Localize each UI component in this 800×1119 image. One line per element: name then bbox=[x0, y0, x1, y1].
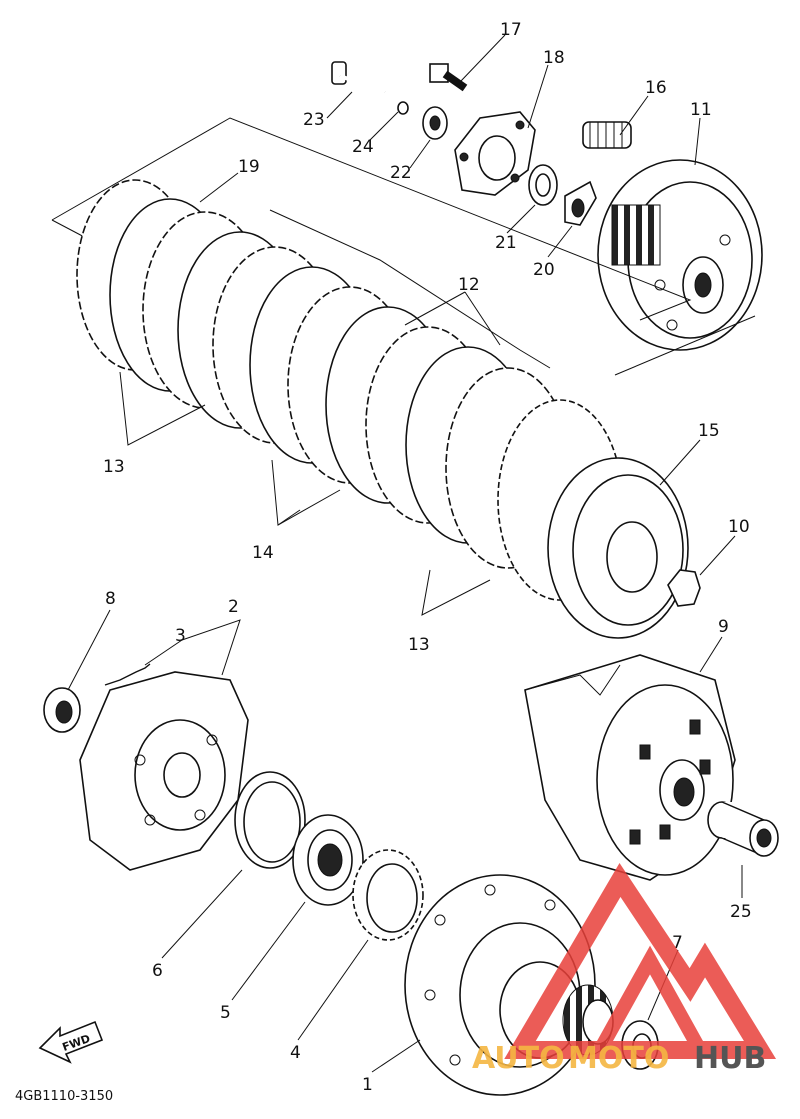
part-25-bushing bbox=[707, 801, 779, 857]
clutch-plate-stack bbox=[76, 179, 623, 601]
label-10: 10 bbox=[728, 517, 750, 537]
label-17: 17 bbox=[500, 20, 522, 40]
label-9: 9 bbox=[718, 617, 729, 637]
part-21-bearing bbox=[528, 164, 558, 206]
part-23-bolt bbox=[331, 61, 386, 94]
label-15: 15 bbox=[698, 421, 720, 441]
part-18-plate bbox=[454, 111, 536, 196]
label-4: 4 bbox=[290, 1043, 301, 1063]
part-8-nut bbox=[43, 687, 81, 733]
part-labels: 17 18 16 11 23 24 22 21 20 19 12 13 14 1… bbox=[103, 20, 752, 1095]
label-21: 21 bbox=[495, 233, 517, 253]
label-23: 23 bbox=[303, 110, 325, 130]
label-8: 8 bbox=[105, 589, 116, 609]
part-4-one-way-clutch bbox=[352, 849, 424, 941]
label-14: 14 bbox=[252, 543, 274, 563]
drawing-code: 4GB1110-3150 bbox=[15, 1089, 113, 1104]
part-1-clutch-drum bbox=[404, 874, 614, 1096]
part-10-circlip bbox=[667, 569, 701, 607]
label-20: 20 bbox=[533, 260, 555, 280]
part-9-clutch-housing bbox=[524, 654, 736, 881]
label-6: 6 bbox=[152, 961, 163, 981]
part-12-bracket bbox=[269, 209, 551, 369]
part-20-lockwasher bbox=[564, 180, 597, 226]
label-2: 2 bbox=[228, 597, 239, 617]
watermark-hub: HUB bbox=[694, 1041, 766, 1076]
part-11-clutch-boss bbox=[597, 159, 763, 351]
watermark-text: AUTO MOTO HUB bbox=[472, 1041, 766, 1076]
label-5: 5 bbox=[220, 1003, 231, 1023]
label-22: 22 bbox=[390, 163, 412, 183]
part-2-clutch-carrier bbox=[79, 671, 249, 871]
part-5-bearing bbox=[292, 814, 364, 906]
label-25: 25 bbox=[730, 902, 752, 922]
label-24: 24 bbox=[352, 137, 374, 157]
part-16-spring bbox=[582, 121, 632, 149]
label-1: 1 bbox=[362, 1075, 373, 1095]
label-13-upper: 13 bbox=[103, 457, 125, 477]
label-19: 19 bbox=[238, 157, 260, 177]
label-7: 7 bbox=[672, 933, 683, 953]
part-24-ball bbox=[397, 101, 409, 115]
watermark-moto: MOTO bbox=[568, 1041, 669, 1076]
watermark-auto: AUTO bbox=[472, 1041, 565, 1076]
label-11: 11 bbox=[690, 100, 712, 120]
label-3: 3 bbox=[175, 626, 186, 646]
part-3-spring bbox=[104, 663, 151, 686]
label-13-lower: 13 bbox=[408, 635, 430, 655]
part-15-pressure-plate bbox=[547, 457, 689, 639]
fwd-arrow: FWD bbox=[38, 1020, 104, 1064]
watermark-logo bbox=[504, 863, 777, 1059]
label-16: 16 bbox=[645, 78, 667, 98]
label-18: 18 bbox=[543, 48, 565, 68]
part-17-bolt bbox=[429, 63, 468, 92]
part-6-washer bbox=[234, 771, 306, 869]
part-22-bearing bbox=[422, 106, 448, 140]
label-12: 12 bbox=[458, 275, 480, 295]
